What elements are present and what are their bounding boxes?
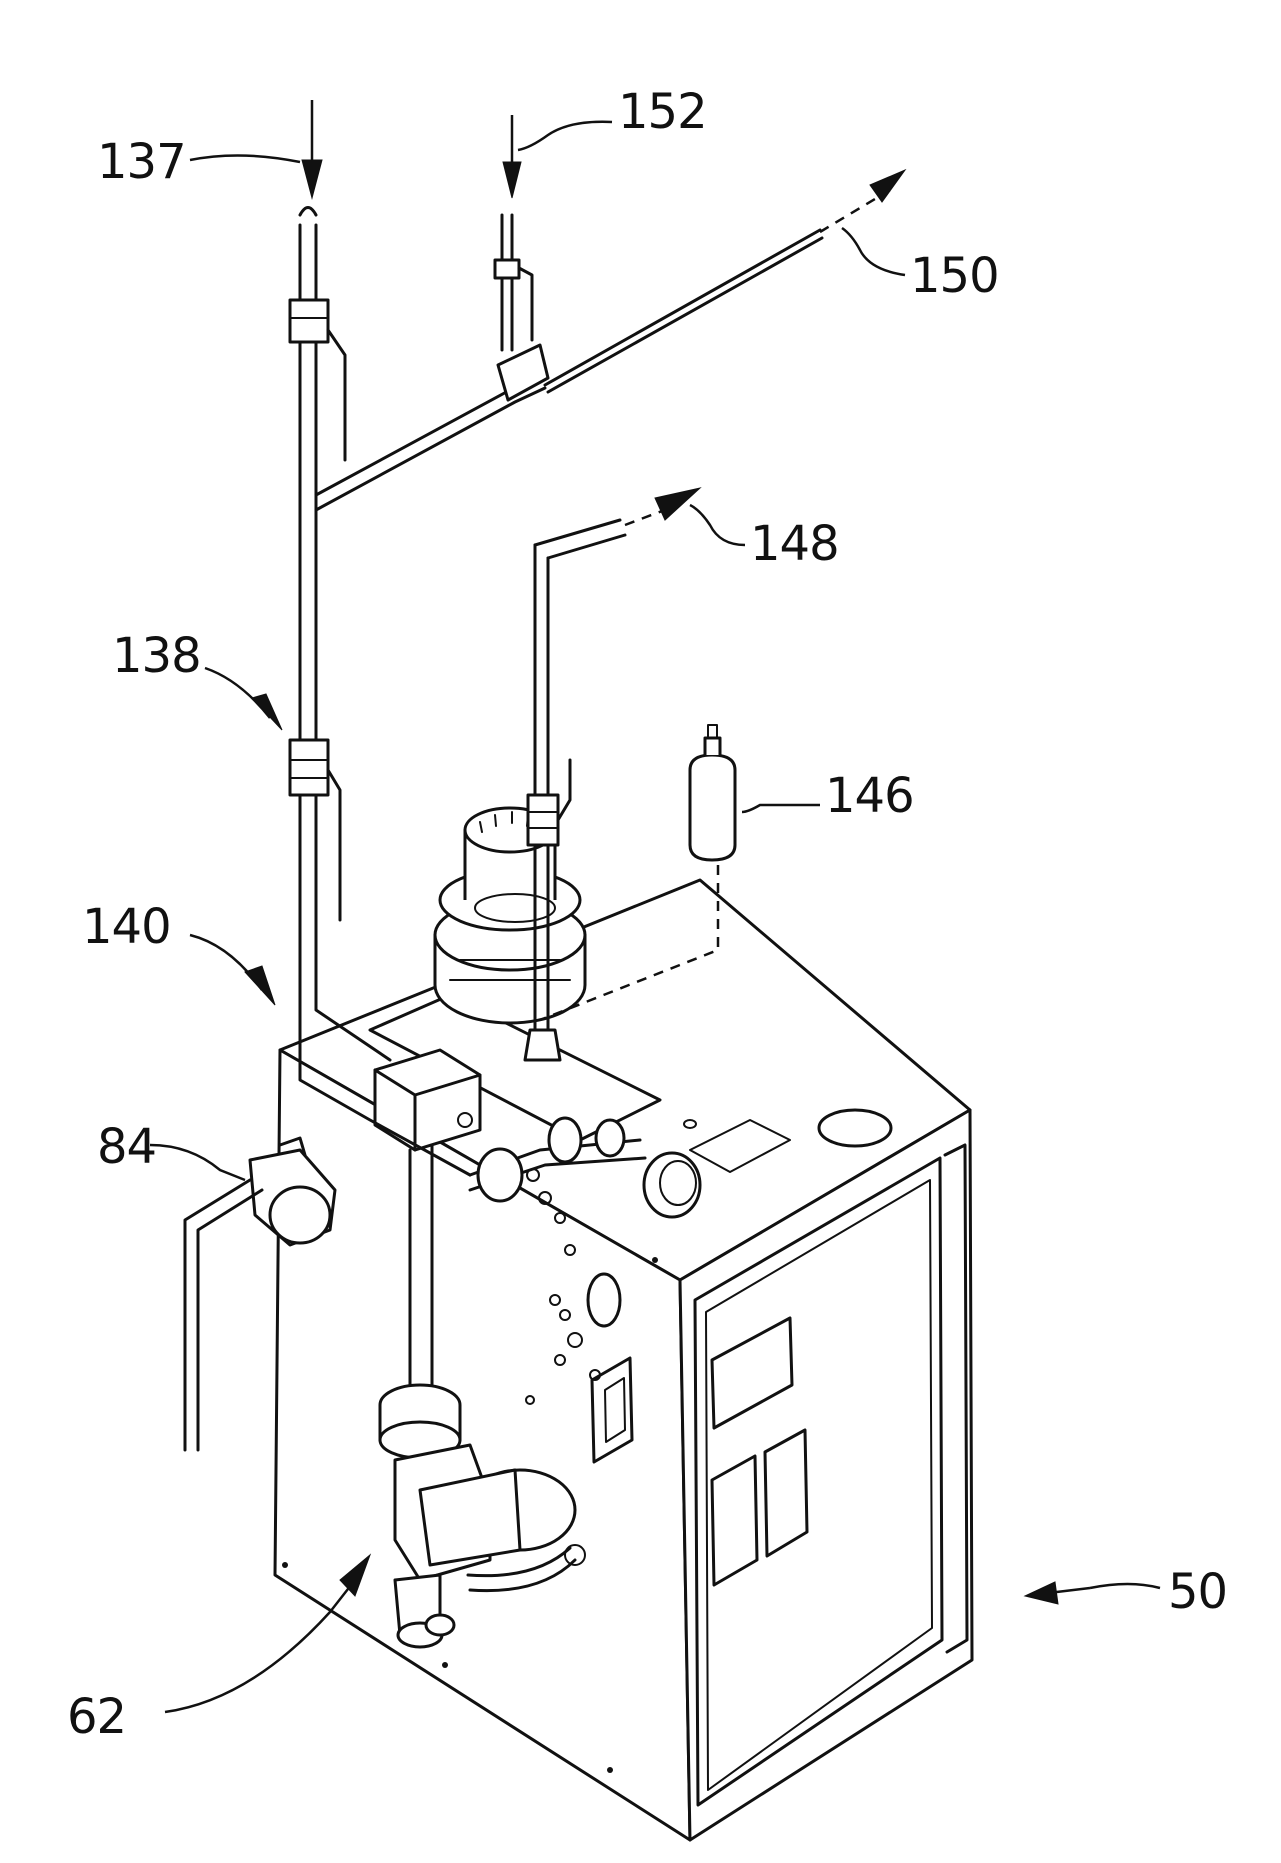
flow-arrows <box>302 100 905 525</box>
solenoid-box <box>375 1050 480 1150</box>
label-138: 138 <box>112 628 201 684</box>
cabinet <box>275 880 972 1840</box>
label-140: 140 <box>82 899 171 955</box>
label-150: 150 <box>910 248 999 304</box>
label-84: 84 <box>97 1119 156 1175</box>
label-148: 148 <box>750 516 839 572</box>
label-50: 50 <box>1168 1564 1227 1620</box>
motor-assembly <box>435 808 585 1023</box>
label-152: 152 <box>618 84 707 140</box>
label-146: 146 <box>825 768 914 824</box>
label-62: 62 <box>67 1689 126 1745</box>
label-137: 137 <box>97 134 186 190</box>
